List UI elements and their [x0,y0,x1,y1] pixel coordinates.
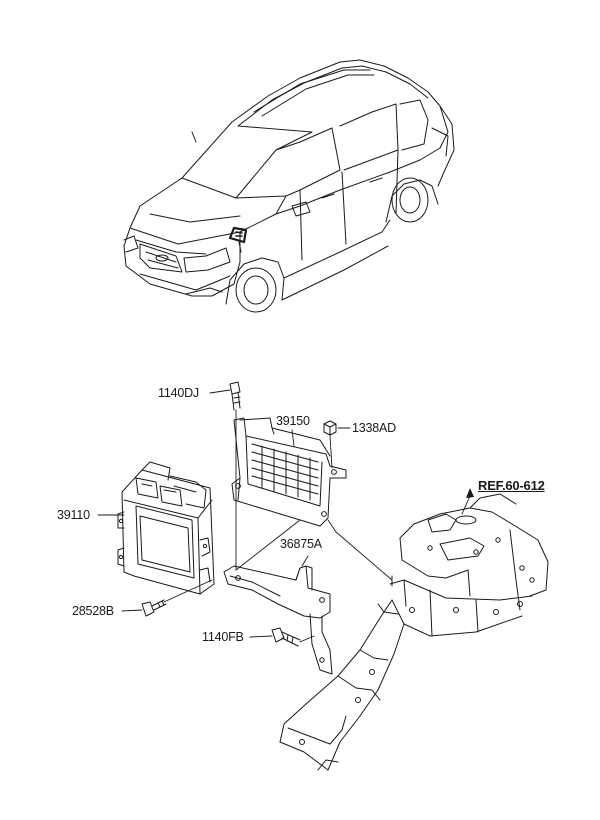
nut-1338ad [324,421,336,435]
bolt-1140dj [230,382,240,410]
vehicle-illustration [124,60,454,312]
bolt-1140fb [272,628,300,646]
bolt-28528b [142,600,166,616]
ecu-bracket [232,418,346,526]
label-1140dj: 1140DJ [158,386,199,400]
label-1140fb: 1140FB [202,630,244,644]
label-39150: 39150 [276,414,310,428]
label-1338ad: 1338AD [352,421,396,435]
label-28528b: 28528B [72,604,114,618]
body-structure [280,494,548,770]
label-36875a: 36875A [280,537,322,551]
label-39110: 39110 [57,508,90,522]
leader-lines [98,390,470,642]
label-ref-60-612: REF.60-612 [478,478,545,493]
ecu-module [118,462,214,594]
mount-bracket [224,566,332,674]
